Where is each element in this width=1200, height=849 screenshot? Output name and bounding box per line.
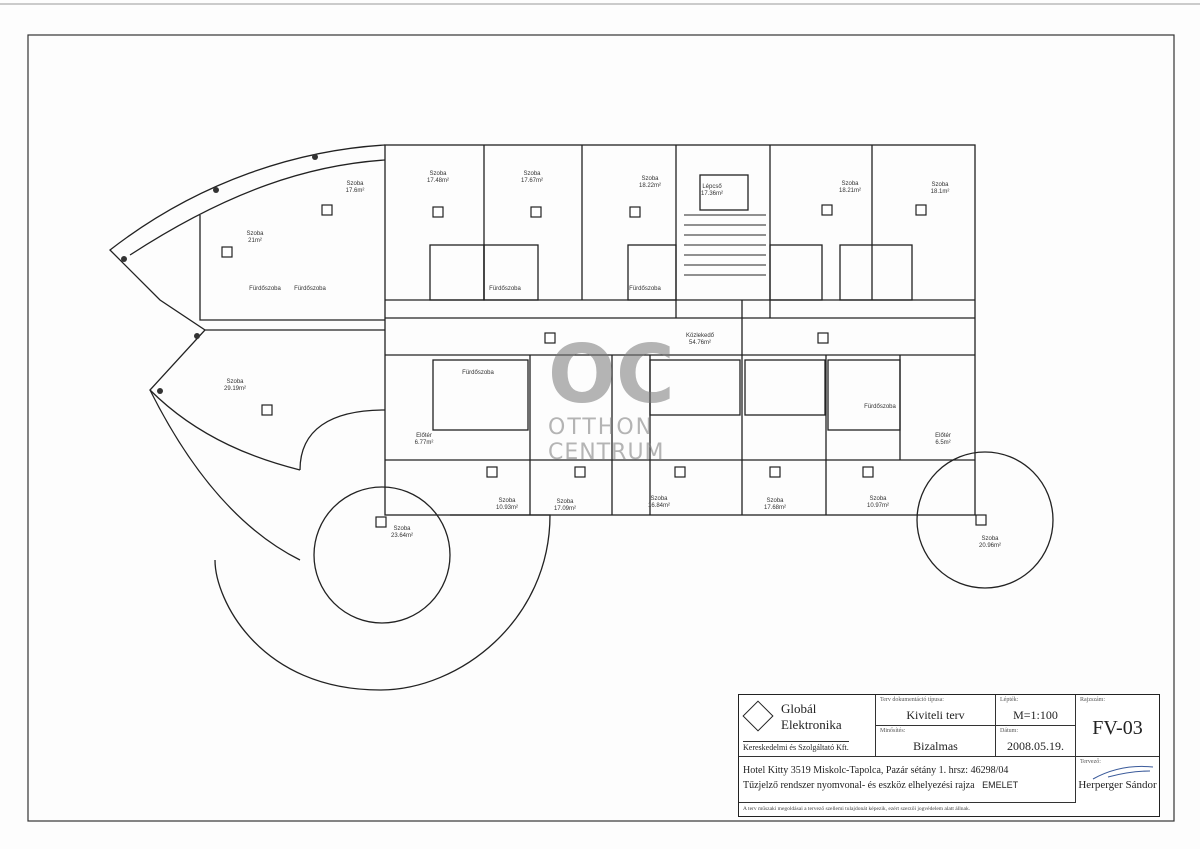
room-area: 17.09m² <box>554 506 576 512</box>
room-name: Előtér <box>416 433 432 439</box>
room-name: Előtér <box>935 433 951 439</box>
room-name: Lépcső <box>702 184 722 190</box>
room-name: Szoba <box>346 181 364 187</box>
room-name: Szoba <box>226 379 244 385</box>
room-area: 23.64m² <box>391 533 413 539</box>
room-area: 54.76m² <box>689 340 711 346</box>
signature <box>1092 765 1154 780</box>
room-name: Közlekedő <box>686 333 715 339</box>
bathroom-label: Fürdőszoba <box>294 286 326 292</box>
room-area: 10.93m² <box>496 505 518 511</box>
doc-type-label: Terv dokumentáció típusa: <box>880 697 944 703</box>
bathroom-label: Fürdőszoba <box>489 286 521 292</box>
room-area: 17.67m² <box>521 178 543 184</box>
wall-markers <box>121 154 318 394</box>
room-name: Szoba <box>641 176 659 182</box>
classification: Bizalmas <box>913 739 958 753</box>
room-name: Szoba <box>556 499 574 505</box>
company-logo-icon <box>742 700 774 732</box>
room-name: Szoba <box>498 498 516 504</box>
watermark-line2: CENTRUM <box>548 440 665 465</box>
drawing-no-label: Rajzszám: <box>1080 697 1105 703</box>
date: 2008.05.19. <box>1007 739 1064 753</box>
floor-name: EMELET <box>982 780 1019 790</box>
room-name: Szoba <box>246 231 264 237</box>
drawing-no: FV-03 <box>1092 717 1143 739</box>
date-label: Dátum: <box>1000 728 1018 734</box>
room-name: Szoba <box>931 182 949 188</box>
room-name: Szoba <box>841 181 859 187</box>
project-description: Tűzjelző rendszer nyomvonal- és eszköz e… <box>743 780 975 791</box>
room-area: 17.36m² <box>701 191 723 197</box>
room-area: 18.22m² <box>639 183 661 189</box>
room-area: 17.68m² <box>764 505 786 511</box>
designer-label: Tervező: <box>1080 759 1101 765</box>
room-name: Szoba <box>650 496 668 502</box>
designer-name: Herperger Sándor <box>1078 779 1157 791</box>
title-block: Globál Elektronika Kereskedelmi és Szolg… <box>738 694 1160 817</box>
project-address: Hotel Kitty 3519 Miskolc-Tapolca, Pazár … <box>743 765 1009 776</box>
room-area: 17.6m² <box>346 188 365 194</box>
room-area: 17.48m² <box>427 178 449 184</box>
detectors <box>221 204 987 528</box>
sheet-border <box>27 34 1175 822</box>
walls <box>109 144 1054 691</box>
room-name: Szoba <box>869 496 887 502</box>
room-name: Szoba <box>393 526 411 532</box>
scale: M=1:100 <box>1013 708 1058 722</box>
company-cell: Globál Elektronika Kereskedelmi és Szolg… <box>739 695 876 757</box>
watermark-line1: OTTHON <box>548 415 655 440</box>
room-area: 21m² <box>248 238 262 244</box>
room-area: 6.5m² <box>935 440 950 446</box>
bathroom-label: Fürdőszoba <box>629 286 661 292</box>
scale-label: Lépték: <box>1000 697 1019 703</box>
room-area: 18.1m² <box>931 189 950 195</box>
copyright-note: A terv műszaki megoldásai a tervező szel… <box>743 806 971 812</box>
classification-label: Minősítés: <box>880 728 906 734</box>
bathroom-label: Fürdőszoba <box>864 404 896 410</box>
room-area: 6.77m² <box>415 440 434 446</box>
watermark: OC OTTHON CENTRUM <box>548 328 675 466</box>
room-area: 20.96m² <box>979 543 1001 549</box>
room-labels: Szoba17.6m²Szoba21m²Szoba17.48m²Szoba17.… <box>224 171 1001 549</box>
room-name: Szoba <box>429 171 447 177</box>
company-sub: Kereskedelmi és Szolgáltató Kft. <box>743 741 849 752</box>
watermark-logo: OC <box>548 328 675 421</box>
room-area: 18.21m² <box>839 188 861 194</box>
room-area: 10.97m² <box>867 503 889 509</box>
doc-type: Kiviteli terv <box>906 708 965 722</box>
room-name: Szoba <box>766 498 784 504</box>
room-area: 16.84m² <box>648 503 670 509</box>
room-area: 29.19m² <box>224 386 246 392</box>
room-name: Szoba <box>981 536 999 542</box>
bathroom-label: Fürdőszoba <box>462 370 494 376</box>
company-name-2: Elektronika <box>781 717 842 732</box>
bathroom-label: Fürdőszoba <box>249 286 281 292</box>
company-name-1: Globál <box>781 701 817 716</box>
room-name: Szoba <box>523 171 541 177</box>
